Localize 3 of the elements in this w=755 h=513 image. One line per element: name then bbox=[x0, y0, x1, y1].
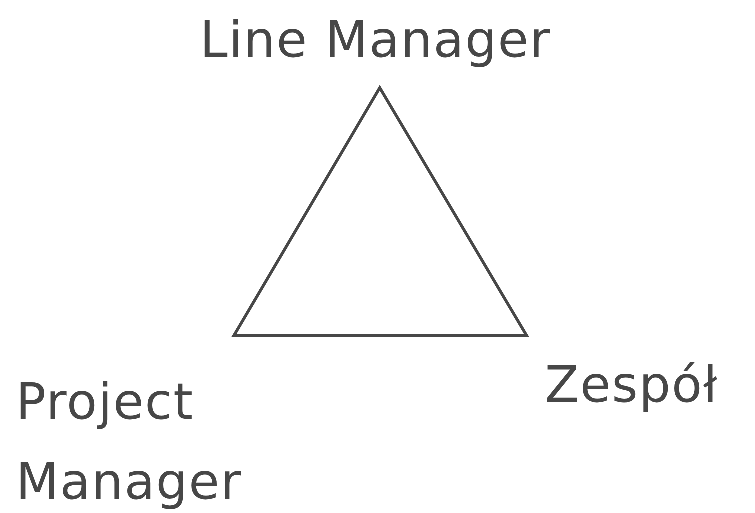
vertex-label: Line Manager bbox=[200, 10, 552, 71]
vertex-label: Zespół bbox=[545, 355, 720, 416]
vertex-label: Project Manager bbox=[16, 372, 244, 513]
